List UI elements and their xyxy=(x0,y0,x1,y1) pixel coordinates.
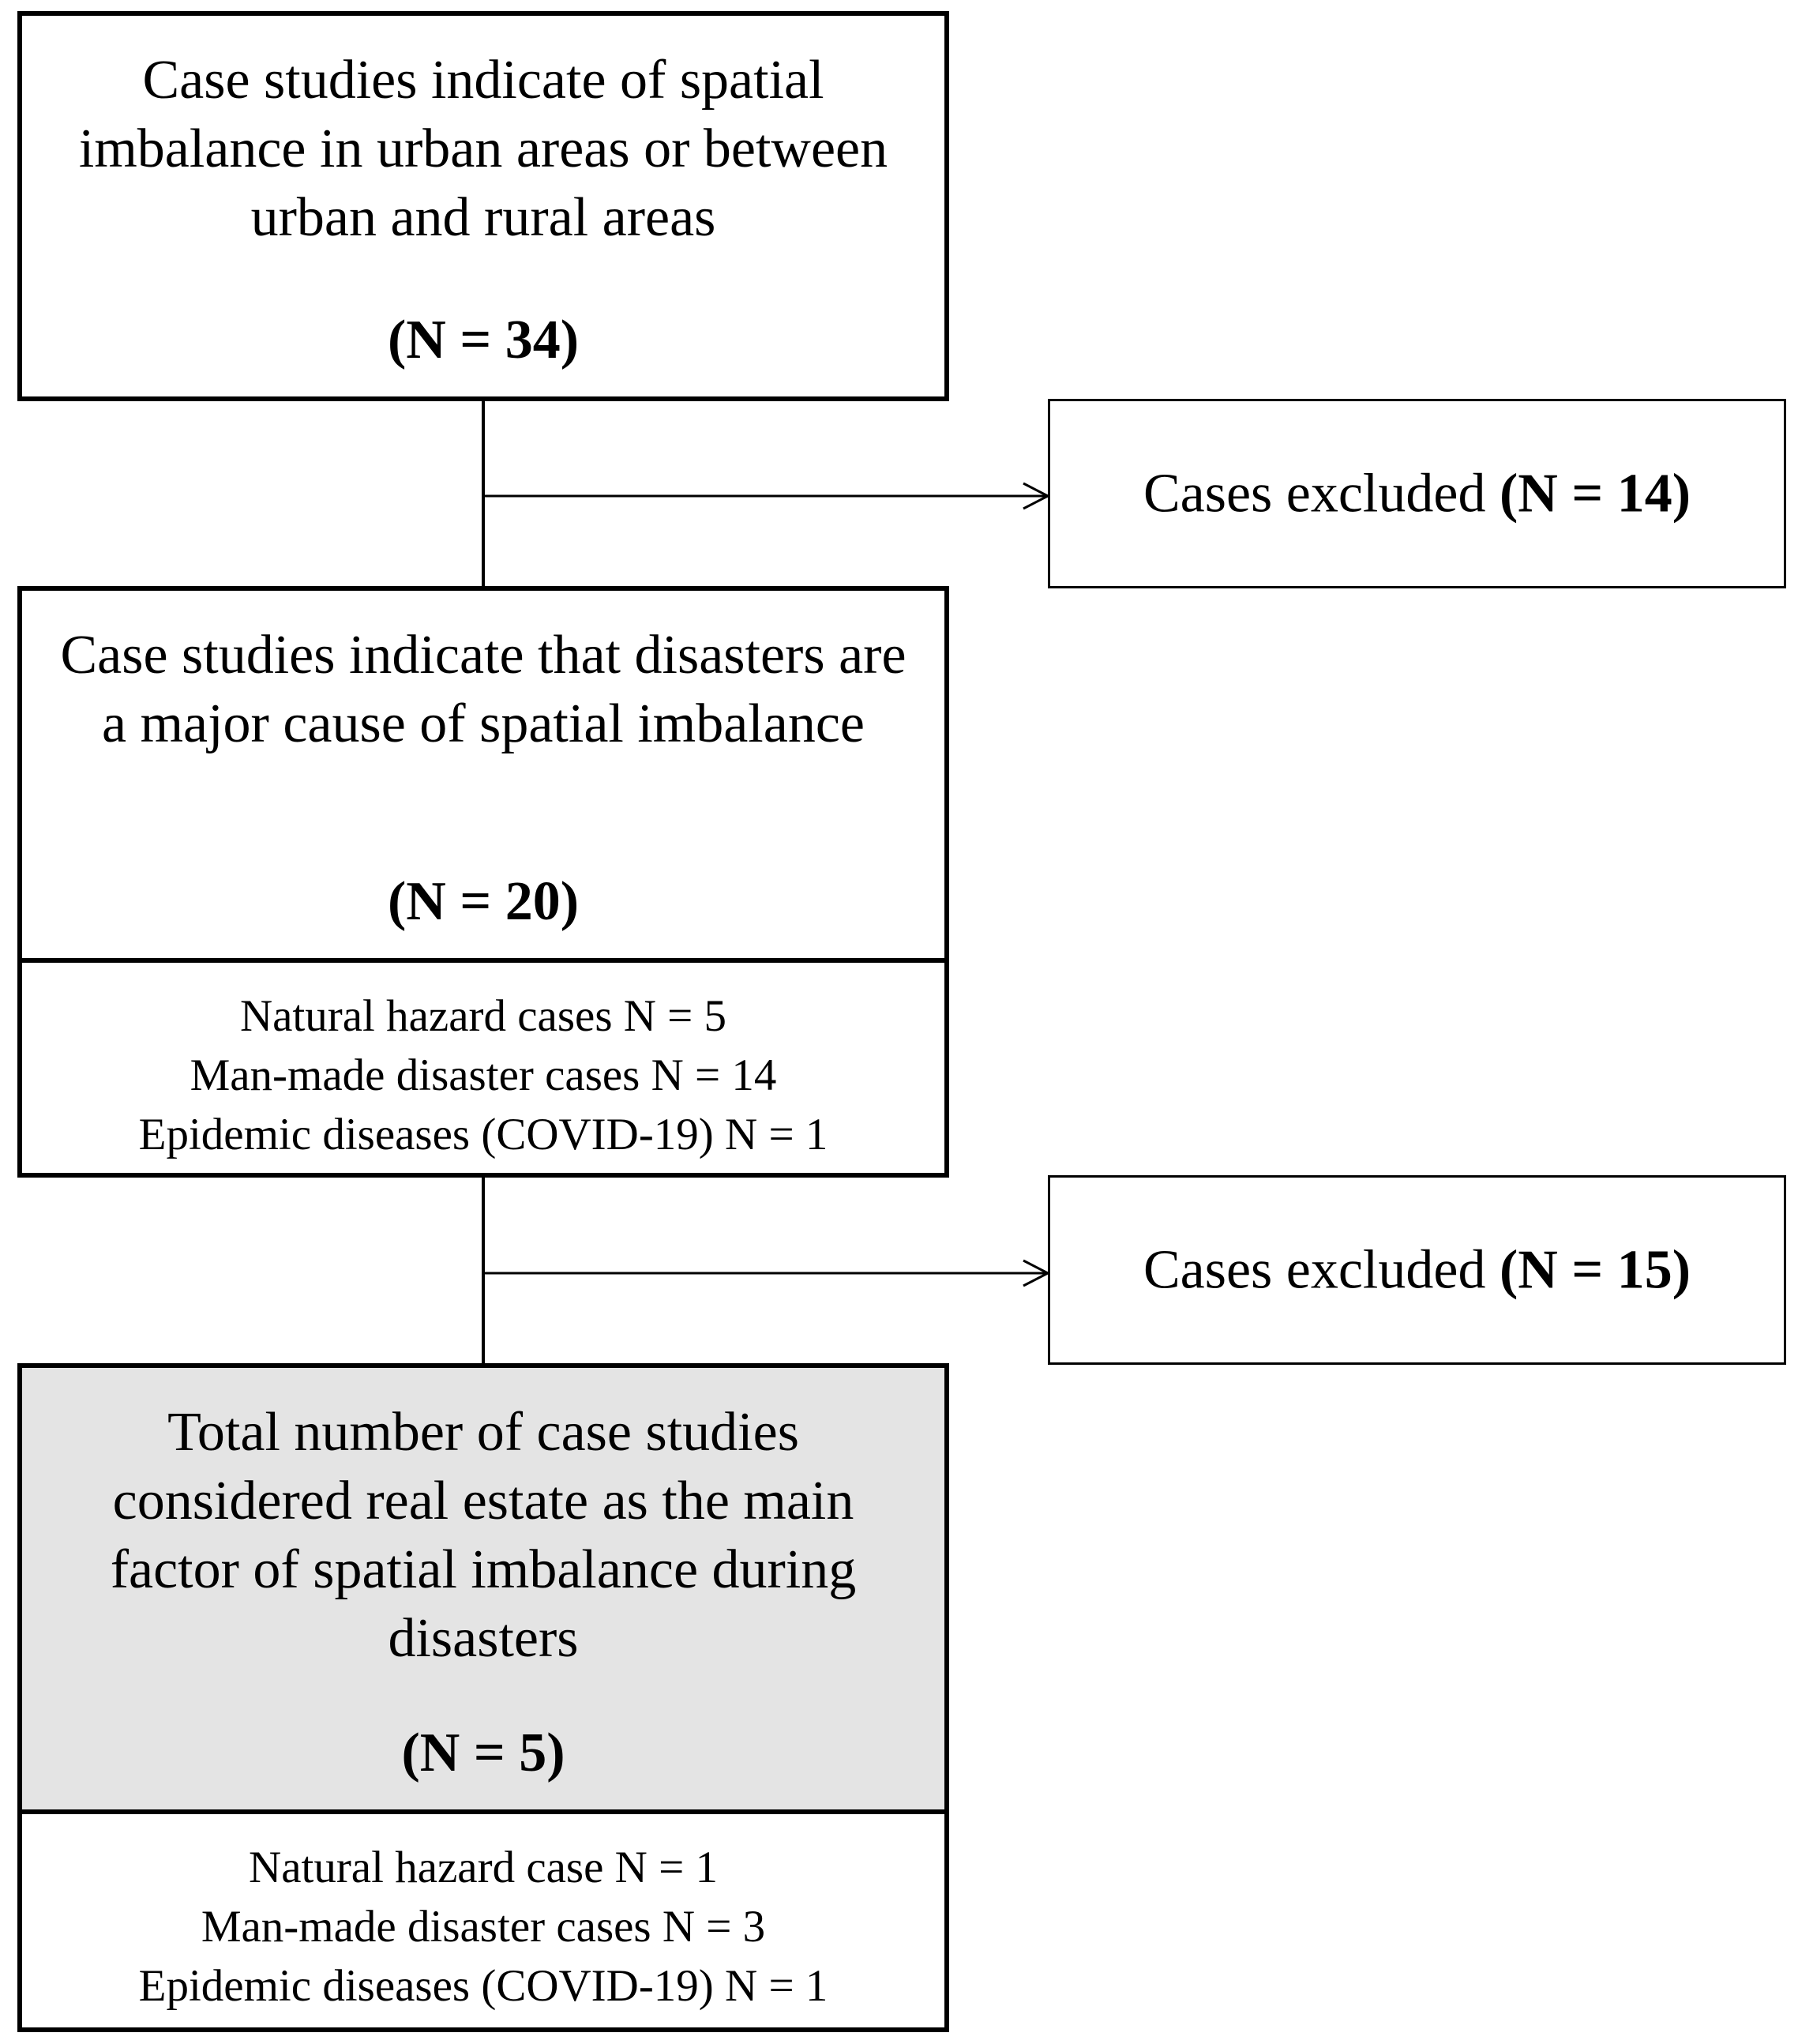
excluded-box-1: Cases excluded (N = 14) xyxy=(1048,399,1786,588)
final-studies-count: (N = 5) xyxy=(401,1723,565,1783)
final-breakdown-man-made: Man-made disaster cases N = 3 xyxy=(201,1902,766,1952)
disasters-breakdown-natural: Natural hazard cases N = 5 xyxy=(239,991,727,1041)
excluded-2-text: Cases excluded (N = 15) xyxy=(1050,1236,1784,1305)
disasters-studies-title: Case studies indicate that disasters are… xyxy=(60,625,907,754)
disasters-breakdown-box: Natural hazard cases N = 5 Man-made disa… xyxy=(17,958,949,1178)
final-breakdown-list: Natural hazard case N = 1 Man-made disas… xyxy=(22,1838,944,2016)
disasters-breakdown-man-made: Man-made disaster cases N = 14 xyxy=(190,1050,777,1100)
disasters-studies-count: (N = 20) xyxy=(387,871,580,932)
initial-studies-count: (N = 34) xyxy=(387,310,580,370)
final-breakdown-epidemic: Epidemic diseases (COVID-19) N = 1 xyxy=(138,1961,828,2011)
final-breakdown-natural: Natural hazard case N = 1 xyxy=(249,1843,718,1892)
final-studies-box: Total number of case studies considered … xyxy=(17,1363,949,1814)
excluded-1-text: Cases excluded (N = 14) xyxy=(1050,460,1784,528)
disasters-breakdown-list: Natural hazard cases N = 5 Man-made disa… xyxy=(22,986,944,1164)
excluded-2-count: (N = 15) xyxy=(1499,1239,1691,1301)
excluded-2-label: Cases excluded xyxy=(1143,1239,1500,1301)
final-studies-title: Total number of case studies considered … xyxy=(110,1402,857,1669)
final-breakdown-box: Natural hazard case N = 1 Man-made disas… xyxy=(17,1809,949,2032)
excluded-1-label: Cases excluded xyxy=(1143,463,1500,524)
excluded-1-count: (N = 14) xyxy=(1499,463,1691,524)
initial-studies-box: Case studies indicate of spatial imbalan… xyxy=(17,11,949,401)
initial-studies-title: Case studies indicate of spatial imbalan… xyxy=(78,50,888,248)
disasters-breakdown-epidemic: Epidemic diseases (COVID-19) N = 1 xyxy=(138,1110,828,1159)
excluded-box-2: Cases excluded (N = 15) xyxy=(1048,1175,1786,1365)
disasters-studies-box: Case studies indicate that disasters are… xyxy=(17,586,949,963)
